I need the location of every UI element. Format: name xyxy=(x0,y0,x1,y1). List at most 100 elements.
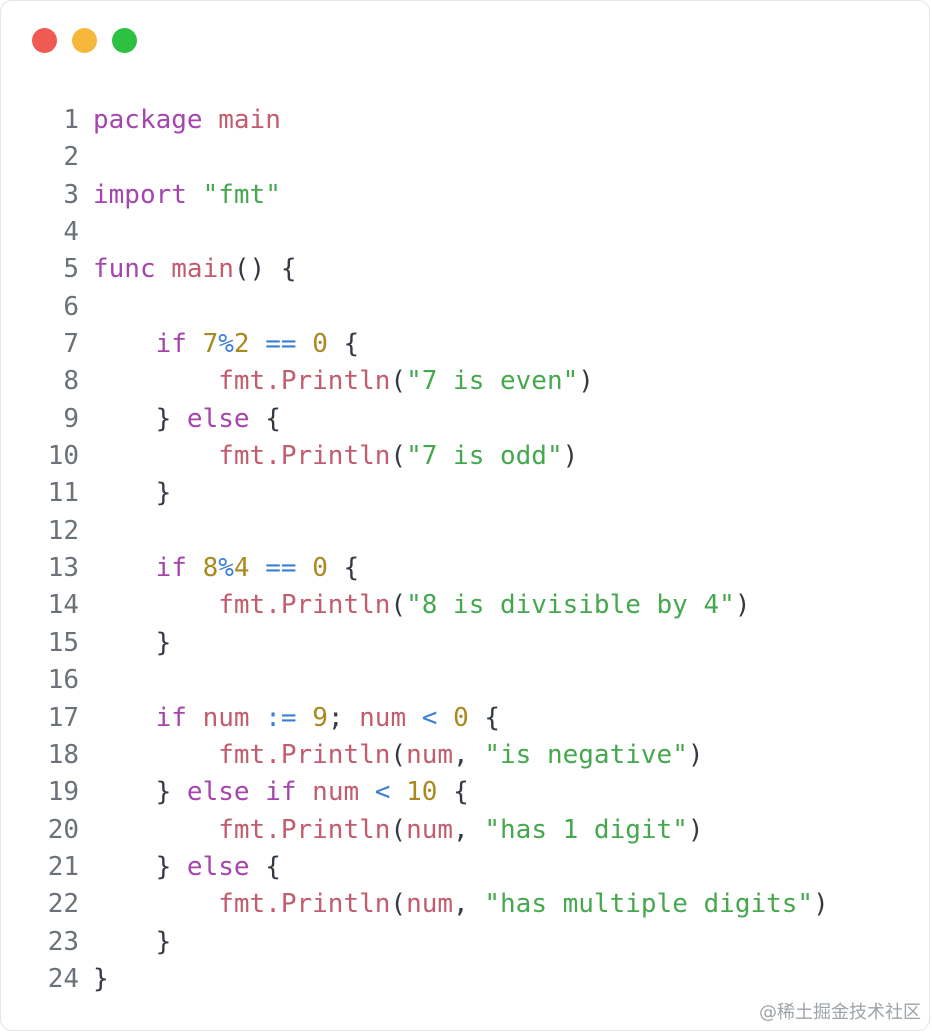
token-identifier: num xyxy=(406,739,454,770)
minimize-button[interactable] xyxy=(72,28,97,53)
token-keyword: else xyxy=(186,403,250,434)
code-line: 15 } xyxy=(31,625,829,662)
token-identifier: num xyxy=(406,814,454,845)
token-plain: } xyxy=(93,478,172,509)
token-plain xyxy=(250,553,266,583)
token-plain: , xyxy=(453,889,485,920)
line-content: } xyxy=(93,625,172,662)
line-content: fmt.Println("7 is even") xyxy=(93,363,594,400)
line-content: } else { xyxy=(93,849,281,886)
token-keyword: else xyxy=(186,851,250,882)
line-number: 21 xyxy=(47,851,79,882)
token-plain: ) xyxy=(562,441,579,472)
code-line: 22 fmt.Println(num, "has multiple digits… xyxy=(31,886,829,923)
line-number: 8 xyxy=(63,366,79,397)
line-number: 9 xyxy=(63,403,79,434)
token-plain xyxy=(250,703,266,733)
token-operator: % xyxy=(218,553,234,584)
line-number: 2 xyxy=(63,142,79,173)
line-number: 5 xyxy=(63,254,79,285)
line-number: 7 xyxy=(63,329,79,360)
token-plain xyxy=(203,105,219,135)
token-string: "has multiple digits" xyxy=(484,889,814,920)
token-plain: ( xyxy=(390,366,407,397)
token-identifier: num xyxy=(359,702,407,733)
token-plain xyxy=(187,180,203,210)
token-plain xyxy=(297,553,313,583)
token-operator: < xyxy=(374,777,391,808)
token-plain: { xyxy=(468,702,501,733)
code-line: 8 fmt.Println("7 is even") xyxy=(31,363,829,400)
token-plain: { xyxy=(249,851,281,882)
token-identifier: num xyxy=(312,777,360,808)
token-identifier: main xyxy=(171,254,234,285)
token-number: 0 xyxy=(312,329,328,360)
token-number: 2 xyxy=(233,329,250,360)
token-plain: ) xyxy=(813,889,829,920)
token-plain xyxy=(390,777,406,807)
line-number: 18 xyxy=(47,739,79,770)
token-operator: < xyxy=(421,702,438,733)
token-number: 10 xyxy=(406,777,438,808)
token-identifier: fmt.Println xyxy=(218,889,391,920)
token-identifier: main xyxy=(218,105,281,135)
code-line: 12 xyxy=(31,513,829,550)
code-line: 9 } else { xyxy=(31,401,829,438)
line-content: fmt.Println("7 is odd") xyxy=(93,438,578,475)
token-plain xyxy=(297,703,313,733)
token-operator: == xyxy=(265,553,297,584)
close-button[interactable] xyxy=(32,28,57,53)
token-plain: ( xyxy=(390,889,407,920)
token-string: "fmt" xyxy=(202,179,281,210)
code-line: 20 fmt.Println(num, "has 1 digit") xyxy=(31,812,829,849)
line-content: if 7%2 == 0 { xyxy=(93,326,360,363)
token-identifier: num xyxy=(202,702,250,733)
token-plain: } xyxy=(93,963,109,994)
token-plain xyxy=(93,366,218,396)
token-plain: ; xyxy=(327,702,360,733)
token-plain: ( xyxy=(390,441,407,472)
code-line: 10 fmt.Println("7 is odd") xyxy=(31,438,829,475)
line-number: 22 xyxy=(47,889,79,920)
code-line: 4 xyxy=(31,214,829,251)
line-number: 23 xyxy=(47,926,79,957)
line-number: 19 xyxy=(47,777,79,808)
token-plain xyxy=(187,329,203,359)
maximize-button[interactable] xyxy=(112,28,137,53)
token-identifier: num xyxy=(406,889,454,920)
line-number: 10 xyxy=(47,441,79,472)
token-string: "has 1 digit" xyxy=(484,814,688,845)
code-line: 14 fmt.Println("8 is divisible by 4") xyxy=(31,587,829,624)
token-identifier: fmt.Println xyxy=(218,814,391,845)
token-keyword: if xyxy=(155,553,187,584)
token-operator: == xyxy=(265,329,297,360)
line-content: fmt.Println(num, "is negative") xyxy=(93,737,703,774)
line-number: 6 xyxy=(63,291,79,322)
token-plain: () { xyxy=(233,254,297,285)
token-plain: } xyxy=(93,777,187,808)
token-plain xyxy=(297,329,313,359)
line-number: 12 xyxy=(47,515,79,546)
code-line: 13 if 8%4 == 0 { xyxy=(31,550,829,587)
watermark: @稀土掘金技术社区 xyxy=(759,1002,921,1023)
line-content: fmt.Println("8 is divisible by 4") xyxy=(93,587,750,624)
token-plain: ) xyxy=(578,366,594,397)
token-plain: } xyxy=(93,851,187,882)
token-plain xyxy=(93,703,156,733)
token-plain: , xyxy=(453,814,485,845)
token-plain xyxy=(187,553,203,583)
token-plain: ( xyxy=(390,590,407,621)
token-identifier: fmt.Println xyxy=(218,441,391,472)
code-line: 7 if 7%2 == 0 { xyxy=(31,326,829,363)
token-keyword: package xyxy=(93,105,203,135)
token-plain: { xyxy=(327,329,360,360)
token-keyword: if xyxy=(155,702,187,733)
token-plain xyxy=(93,815,218,845)
token-plain xyxy=(250,777,266,807)
line-number: 24 xyxy=(47,963,79,994)
token-plain: ) xyxy=(687,814,704,845)
token-string: "7 is even" xyxy=(406,366,579,397)
